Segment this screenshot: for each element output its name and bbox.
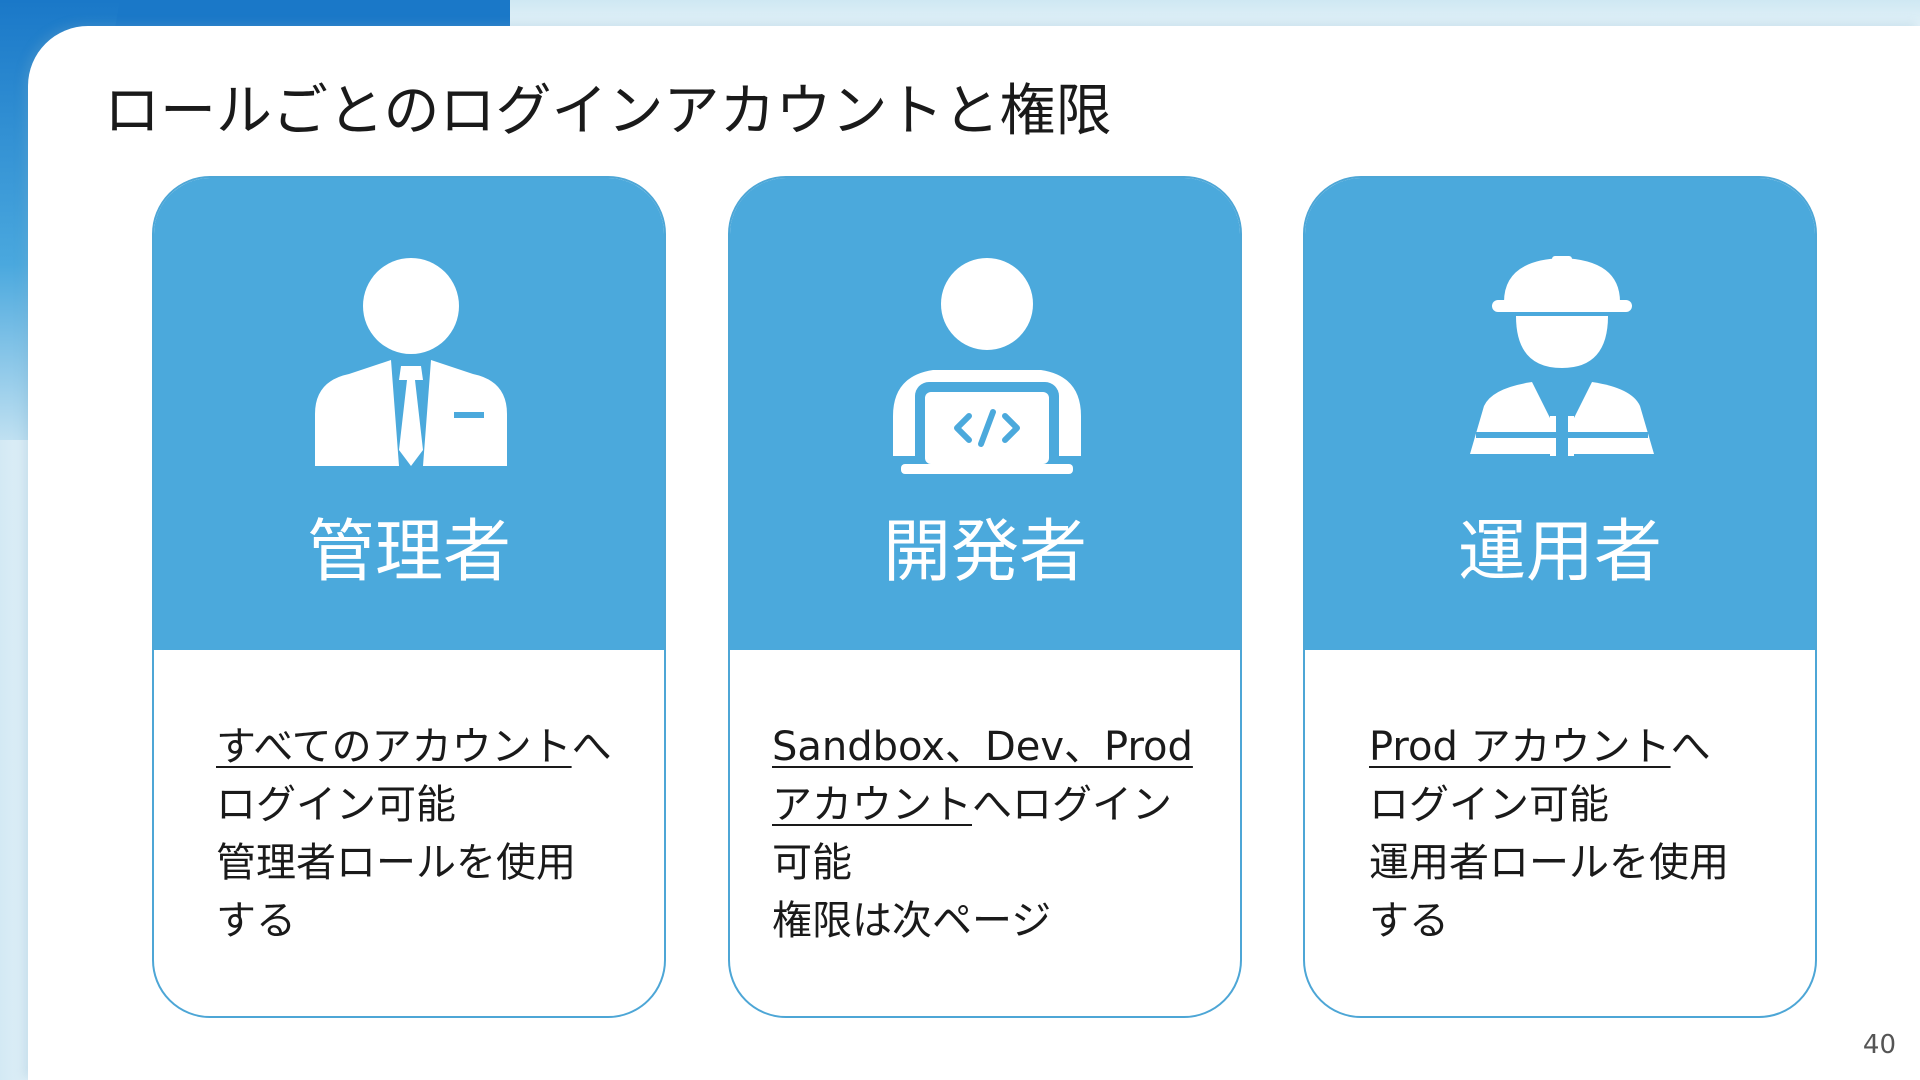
businessman-tie-icon xyxy=(315,258,507,466)
description-line: アカウントへログイン xyxy=(772,776,1200,834)
role-card-developer: 開発者 Sandbox、Dev、Prod アカウントへログイン 可能 権限は次ペ… xyxy=(728,176,1242,1018)
line-text: 管理者ロールを使用 xyxy=(216,840,576,886)
description-line: ログイン可能 xyxy=(216,776,624,834)
card-description: Sandbox、Dev、Prod アカウントへログイン 可能 権限は次ページ xyxy=(772,718,1200,950)
line-text: 運用者ロールを使用 xyxy=(1369,840,1729,886)
line-text: ログイン可能 xyxy=(1369,782,1609,828)
underlined-text: Sandbox、Dev、Prod xyxy=(772,724,1193,770)
card-header: 運用者 xyxy=(1305,178,1815,650)
description-line: Sandbox、Dev、Prod xyxy=(772,718,1200,776)
line-text: へ xyxy=(1670,724,1711,770)
description-line: ログイン可能 xyxy=(1369,776,1775,834)
role-card-admin: 管理者 すべてのアカウントへ ログイン可能 管理者ロールを使用 する xyxy=(152,176,666,1018)
line-text: 可能 xyxy=(772,840,852,886)
role-name: 開発者 xyxy=(882,513,1087,592)
description-line: 可能 xyxy=(772,834,1200,892)
underlined-text: アカウント xyxy=(772,782,972,828)
worker-hardhat-icon xyxy=(1470,256,1654,456)
line-text: する xyxy=(216,898,296,944)
line-text: へログイン xyxy=(972,782,1172,828)
line-text: 権限は次ページ xyxy=(772,898,1052,944)
description-line: 運用者ロールを使用 xyxy=(1369,834,1775,892)
underlined-text: Prod アカウント xyxy=(1369,724,1671,770)
description-line: Prod アカウントへ xyxy=(1369,718,1775,776)
line-text: ログイン可能 xyxy=(216,782,456,828)
description-line: する xyxy=(1369,892,1775,950)
underlined-text: すべてのアカウント xyxy=(216,724,572,770)
line-text: する xyxy=(1369,898,1449,944)
description-line: 権限は次ページ xyxy=(772,892,1200,950)
card-description: すべてのアカウントへ ログイン可能 管理者ロールを使用 する xyxy=(216,718,624,950)
description-line: 管理者ロールを使用 xyxy=(216,834,624,892)
top-light-bar xyxy=(510,0,1920,30)
page-number: 40 xyxy=(1862,1030,1896,1060)
card-header: 管理者 xyxy=(154,178,664,650)
role-card-operator: 運用者 Prod アカウントへ ログイン可能 運用者ロールを使用 する xyxy=(1303,176,1817,1018)
developer-laptop-icon xyxy=(893,258,1081,474)
card-description: Prod アカウントへ ログイン可能 運用者ロールを使用 する xyxy=(1369,718,1775,950)
role-name: 管理者 xyxy=(306,513,511,592)
description-line: する xyxy=(216,892,624,950)
slide-title: ロールごとのログインアカウントと権限 xyxy=(104,79,1112,144)
line-text: へ xyxy=(571,724,612,770)
role-name: 運用者 xyxy=(1457,513,1662,592)
description-line: すべてのアカウントへ xyxy=(216,718,624,776)
card-header: 開発者 xyxy=(730,178,1240,650)
